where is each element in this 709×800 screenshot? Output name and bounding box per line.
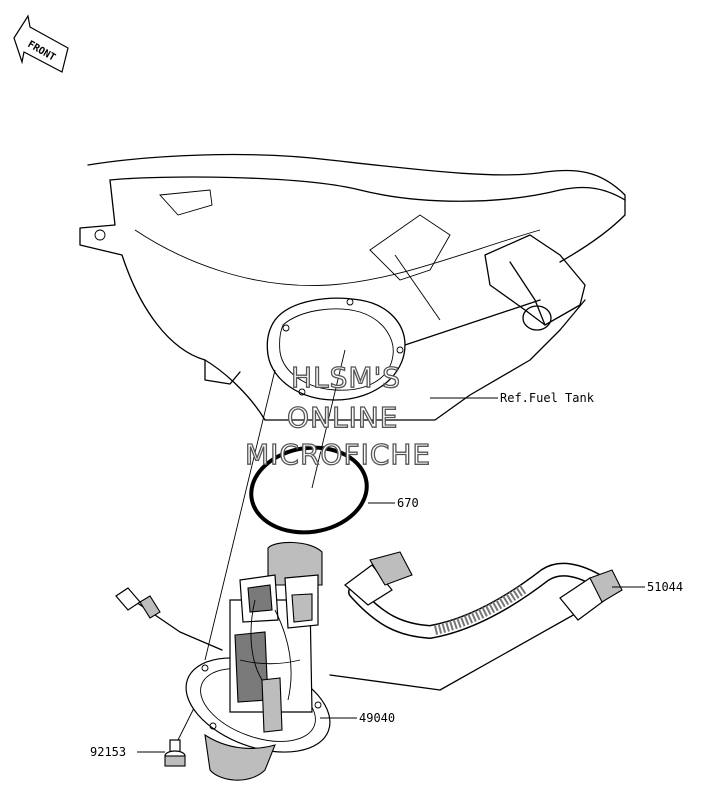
fuel-pump-drawing bbox=[115, 541, 331, 781]
fuel-tank-drawing bbox=[79, 153, 626, 691]
o-ring-drawing bbox=[249, 445, 369, 535]
callout-o-ring: 670 bbox=[397, 496, 419, 510]
watermark-line-1: HLSM'S bbox=[290, 360, 402, 394]
callout-fuel-pump: 49040 bbox=[359, 711, 396, 725]
callout-bolt: 92153 bbox=[90, 745, 127, 759]
front-arrow-icon: FRONT bbox=[13, 14, 69, 73]
callout-fuel-tank: Ref.Fuel Tank bbox=[500, 391, 594, 405]
leader-lines bbox=[137, 397, 645, 753]
watermark-line-3: MICROFICHE bbox=[244, 437, 432, 471]
watermark-line-2: ONLINE bbox=[286, 400, 399, 434]
callout-fuel-hose: 51044 bbox=[647, 580, 684, 594]
fuel-hose-drawing bbox=[344, 551, 623, 640]
bolt-drawing bbox=[164, 739, 186, 767]
